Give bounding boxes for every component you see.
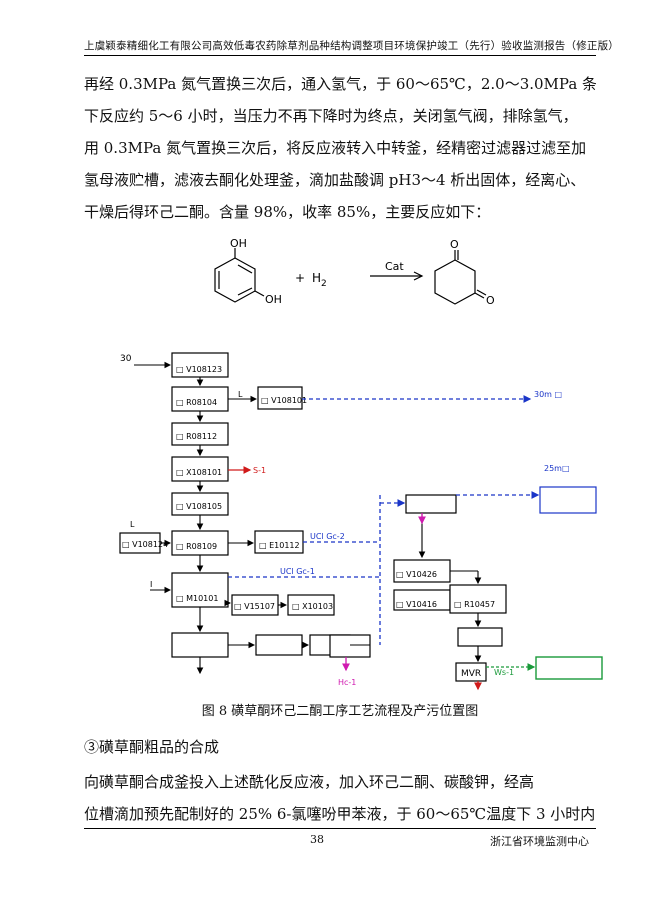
header-rule [84,55,596,56]
paragraph-hydrogenation: 再经 0.3MPa 氮气置换三次后，通入氢气，于 60～65℃，2.0～3.0M… [84,68,596,228]
h2-subscript: 2 [321,279,327,289]
mvr-label: MVR [461,669,481,679]
vessel-label: □ V10426 [396,570,437,579]
text-line: 氢母液贮槽，滤液去酮化处理釜，滴加盐酸调 pH3～4 析出固体，经离心、 [84,171,586,189]
oh-label-bottom: OH [265,293,282,306]
vessel-label: □ V108105 [176,502,222,511]
o-label-bottom: O [486,294,495,307]
vessel-box [255,634,303,656]
page-number: 38 [310,833,324,846]
figure-caption: 图 8 磺草酮环己二酮工序工艺流程及产污位置图 [201,704,479,719]
emission-label: UCl Gc-2 [310,532,345,541]
running-header: 上虞颖泰精细化工有限公司高效低毒农药除草剂品种结构调整项目环境保护竣工（先行）验… [84,40,619,52]
vessel-label: □ X10103 [292,602,333,611]
treatment-box [539,486,597,514]
reaction-scheme: OH OH + H 2 Cat O O [214,238,495,307]
vessel-label: □ R08109 [176,542,217,551]
footer-organization: 浙江省环境监测中心 [490,835,589,848]
vessel-box [171,530,229,556]
treatment-box [535,656,603,680]
vessel-label: □ V108124 [122,540,168,549]
paragraph-synthesis: 向磺草酮合成釜投入上述酰化反应液，加入环己二酮、碳酸钾，经高 位槽滴加预先配制好… [84,766,596,830]
text-line: 位槽滴加预先配制好的 25% 6-氯噻吩甲苯液，于 60～65℃温度下 3 小时… [84,805,596,823]
vessel-label: □ V10416 [396,600,437,609]
vessel-label: □ R08104 [176,398,217,407]
emission-label: UCl Gc-1 [280,567,315,576]
plus-sign: + [295,271,305,285]
vessel-label: □ V108101 [261,396,307,405]
vessel-box [171,572,229,608]
vessel-label: □ V108123 [176,365,222,374]
o-label-top: O [450,238,459,251]
vessel-box [287,594,335,616]
vessel-box [171,632,229,658]
text-line: 再经 0.3MPa 氮气置换三次后，通入氢气，于 60～65℃，2.0～3.0M… [84,75,596,93]
text-line: 向磺草酮合成釜投入上述酰化反应液，加入环己二酮、碳酸钾，经高 [84,773,535,791]
flow-note: L [238,390,243,399]
input-30: 30 [120,354,132,364]
oh-label-top: OH [230,238,247,250]
vessel-box [329,634,371,658]
vessel-box [405,494,457,514]
vessel-label: □ M10101 [176,594,218,603]
vessel-label: □ V15107 [234,602,275,611]
emission-label: Ws-1 [494,668,514,677]
section-subheading: ③磺草酮粗品的合成 [84,738,220,756]
vessel-box [171,352,229,378]
vessel-label: □ E10112 [259,541,300,550]
emission-label: S-1 [253,466,266,475]
text-line: 干燥后得环己二酮。含量 98%，收率 85%，主要反应如下： [84,203,491,221]
h2-label: H [312,271,321,285]
text-line: 用 0.3MPa 氮气置换三次后，将反应液转入中转釜，经精密过滤器过滤至加 [84,139,587,157]
flow-note: I [150,580,152,589]
vessel-box [455,662,487,682]
resorcinol-ring [214,257,256,303]
vessel-box [457,627,503,647]
vessel-label: □ X108101 [176,468,222,477]
vessel-box [257,386,303,410]
catalyst-label: Cat [385,260,404,273]
process-flow-diagram: □ V108123 □ R08104 □ R08112 □ X108101 □ … [119,352,603,691]
vessel-label: □ R08112 [176,432,217,441]
text-line: 下反应约 5～6 小时，当压力不再下降时为终点，关闭氢气阀，排除氢气， [84,107,578,125]
emission-label: 25m□ [544,464,570,473]
emission-label: Hc-1 [338,678,356,687]
emission-label: 30m □ [534,390,562,399]
vessel-label: □ R10457 [454,600,495,609]
footer-rule [84,828,596,829]
flow-note: L [130,520,135,529]
cyclohexanedione-ring [434,259,476,305]
